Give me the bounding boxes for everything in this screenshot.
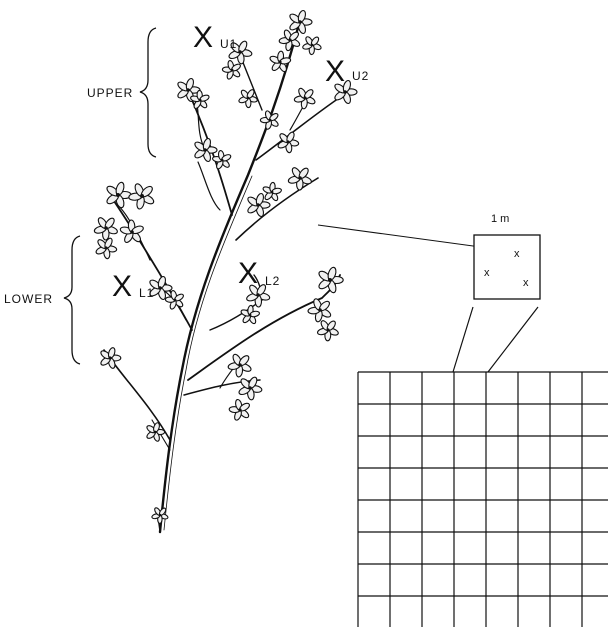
lower-brace <box>64 236 80 364</box>
leaf-node <box>159 514 162 517</box>
leaf-node <box>238 363 242 367</box>
quadrat-mark-3: x <box>523 277 529 289</box>
zoom-line-right <box>488 307 538 372</box>
leaf-node <box>271 191 274 194</box>
leaf-cluster <box>317 266 343 293</box>
leaf-node <box>238 408 241 411</box>
leaf-cluster <box>277 131 299 153</box>
leaf-cluster <box>317 319 339 340</box>
leaf-cluster <box>222 60 241 80</box>
leaf-node <box>140 194 144 198</box>
leaf-node <box>174 299 177 302</box>
svg-text:X: X <box>112 270 132 303</box>
leaf-node <box>256 293 260 297</box>
upper-brace <box>140 28 156 157</box>
upper-label: UPPER <box>87 86 133 100</box>
leaf-node <box>288 38 291 41</box>
leaf-node <box>104 246 107 249</box>
leaf-node <box>318 308 322 312</box>
leaf-cluster <box>165 290 184 310</box>
leaf-node <box>328 278 332 282</box>
leaf-node <box>221 159 224 162</box>
leaf-node <box>108 356 111 359</box>
leaf-node <box>278 60 281 63</box>
leaf-cluster <box>269 51 291 73</box>
sample-point-l1: X L1 <box>112 270 154 303</box>
leaf-cluster <box>302 36 322 55</box>
leaf-node <box>248 386 252 390</box>
leaf-cluster <box>288 10 312 35</box>
leaf-cluster <box>279 29 301 51</box>
leaf-cluster <box>308 298 332 323</box>
svg-text:X: X <box>325 55 345 88</box>
leaf-cluster <box>288 166 313 190</box>
branch-mid-left <box>198 162 220 210</box>
main-stem-edge <box>164 176 252 530</box>
leaf-cluster <box>100 347 121 369</box>
leaf-cluster <box>151 507 168 524</box>
leaf-cluster <box>294 87 316 109</box>
leaf-node <box>247 97 250 100</box>
leaf-node <box>231 69 234 72</box>
zoom-line-left <box>453 307 473 372</box>
leaf-cluster <box>128 183 155 210</box>
svg-text:L1: L1 <box>139 286 154 300</box>
svg-text:X: X <box>238 257 258 290</box>
leaf-node <box>116 193 120 197</box>
svg-text:U2: U2 <box>352 69 369 83</box>
plant-illustration <box>104 20 348 532</box>
leaf-node <box>298 20 302 24</box>
leaf-cluster <box>260 110 279 130</box>
leaf-node <box>203 148 207 152</box>
leaf-node <box>343 90 347 94</box>
leaf-node <box>286 140 289 143</box>
leaf-node <box>158 286 162 290</box>
svg-text:X: X <box>193 21 213 54</box>
leaf-node <box>303 96 306 99</box>
leaf-cluster <box>262 182 282 202</box>
scale-label: 1 m <box>491 213 509 225</box>
field-grid <box>358 372 608 627</box>
leaf-node <box>249 314 252 317</box>
leaf-node <box>311 44 314 47</box>
leaf-cluster <box>120 220 145 244</box>
leaf-node <box>238 50 242 54</box>
leaf-node <box>256 203 260 207</box>
svg-text:U1: U1 <box>220 37 237 51</box>
leaf-cluster <box>240 305 260 325</box>
leaf-cluster <box>146 422 165 442</box>
leaf-node <box>186 88 190 92</box>
leaf-cluster <box>212 150 232 170</box>
leaf-node <box>326 328 329 331</box>
leaf-node <box>298 176 302 180</box>
leaf-node <box>130 230 134 234</box>
leaf-cluster <box>229 399 251 421</box>
leaf-node <box>104 226 108 230</box>
sample-point-u1: X U1 <box>193 21 237 54</box>
leaf-node <box>199 99 202 102</box>
quadrat-mark-2: x <box>484 267 490 279</box>
leaf-cluster <box>94 216 119 240</box>
leaf-cluster <box>228 353 253 377</box>
leaf-node <box>269 119 272 122</box>
lower-label: LOWER <box>4 292 53 306</box>
leaf-cluster <box>105 181 131 208</box>
leaf-node <box>154 431 157 434</box>
svg-text:L2: L2 <box>265 274 280 288</box>
quadrat-mark-1: x <box>514 248 520 260</box>
